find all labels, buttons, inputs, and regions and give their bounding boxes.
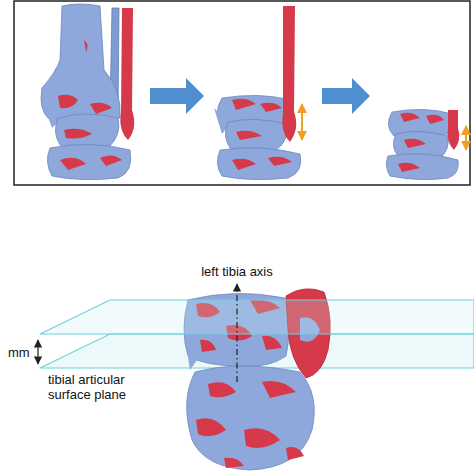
plane: [40, 300, 474, 334]
plane-label: tibial articular surface plane: [46, 372, 162, 402]
ankle-model-full: [41, 4, 134, 180]
axis-line: [236, 284, 237, 382]
dimension-label: mm: [6, 345, 32, 360]
axis-label: left tibia axis: [199, 264, 275, 279]
panel-frame: [14, 1, 470, 185]
step-arrow: [322, 78, 370, 114]
ankle-model-cut-tibia: [214, 6, 302, 180]
step-arrow: [150, 78, 204, 114]
ankle-model-cut-both: [386, 109, 466, 179]
dimension-arrow: [37, 340, 38, 364]
